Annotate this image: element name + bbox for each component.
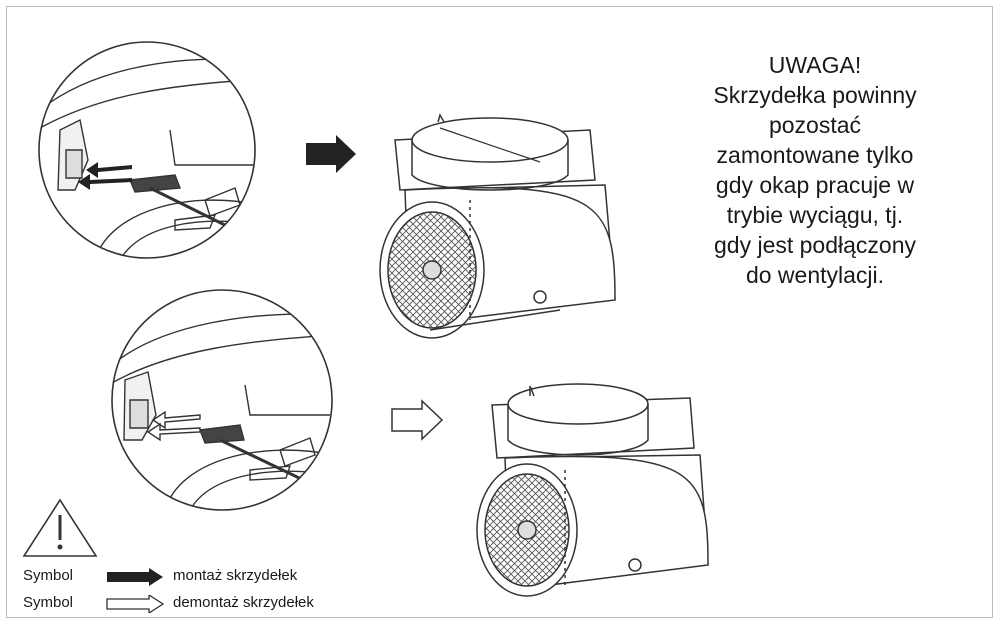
warning-title: UWAGA! [768, 52, 862, 78]
fan-unit-flaps-mounted [379, 113, 616, 339]
warning-line: gdy jest podłączony [713, 232, 916, 258]
detail-circle-mount [38, 41, 256, 259]
warning-triangle-icon [22, 498, 98, 557]
warning-line: zamontowane tylko [716, 142, 914, 168]
legend-symbol-label: Symbol [23, 567, 74, 584]
outline-arrow-icon [391, 399, 444, 441]
outline-arrow-icon [106, 595, 165, 613]
warning-note: UWAGA! Skrzydełka powinny pozostać zamon… [655, 50, 975, 290]
warning-line: pozostać [768, 112, 862, 138]
filled-arrow-icon [107, 568, 163, 586]
fan-unit-flaps-removed [476, 383, 709, 597]
warning-line: Skrzydełka powinny [713, 82, 917, 108]
warning-line: do wentylacji. [745, 262, 885, 288]
legend-description: montaż skrzydełek [173, 567, 298, 584]
warning-line: trybie wyciągu, tj. [726, 202, 904, 228]
warning-line: gdy okap pracuje w [715, 172, 915, 198]
legend-symbol-label: Symbol [23, 594, 74, 611]
document-frame [6, 6, 993, 618]
detail-circle-dismount [111, 289, 333, 511]
filled-arrow-icon [306, 135, 356, 173]
legend-description: demontaż skrzydełek [173, 594, 314, 611]
